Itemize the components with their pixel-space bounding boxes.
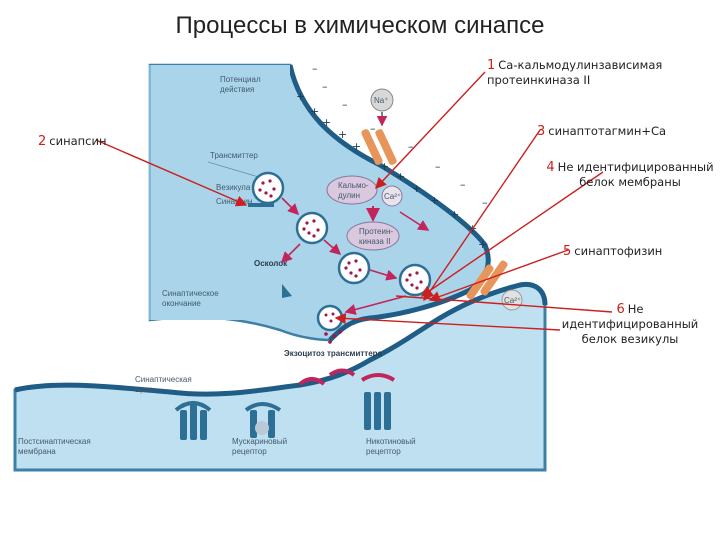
svg-text:–: – [460, 178, 466, 191]
svg-text:Ca²⁺: Ca²⁺ [384, 192, 401, 201]
svg-text:Ca²⁺: Ca²⁺ [504, 296, 521, 305]
svg-text:+: + [396, 170, 405, 183]
svg-text:окончание: окончание [162, 299, 201, 308]
fragment-shape [282, 284, 292, 298]
exocytosis-dots [324, 330, 342, 344]
svg-text:Осколок: Осколок [254, 259, 288, 268]
svg-text:Протеин-: Протеин- [359, 227, 393, 236]
svg-text:Мускариновый: Мускариновый [232, 437, 287, 446]
synapsin-bar [248, 203, 274, 207]
svg-text:Синаптическая: Синаптическая [135, 375, 192, 384]
svg-text:+: + [380, 160, 389, 173]
protein-kinase [346, 221, 400, 251]
svg-text:+: + [412, 182, 421, 195]
receptor-left [174, 401, 212, 440]
svg-text:Экзоцитоз трансмиттера: Экзоцитоз трансмиттера [284, 349, 383, 358]
na-label: Na⁺ [374, 96, 388, 105]
svg-text:Никотиновый: Никотиновый [366, 437, 416, 446]
svg-text:–: – [370, 122, 376, 135]
svg-text:+: + [296, 90, 305, 103]
svg-text:+: + [450, 208, 459, 221]
svg-text:–: – [312, 62, 318, 75]
svg-text:Потенциал: Потенциал [220, 75, 261, 84]
svg-text:рецептор: рецептор [232, 447, 267, 456]
svg-text:щель: щель [135, 385, 155, 394]
svg-text:+: + [310, 105, 319, 118]
annotation-arrows [95, 71, 613, 331]
svg-text:дулин: дулин [338, 191, 360, 200]
svg-text:рецептор: рецептор [366, 447, 401, 456]
svg-text:+: + [338, 128, 347, 141]
postsynaptic-edge [14, 281, 548, 397]
page-title: Процессы в химическом синапсе [175, 12, 545, 39]
svg-text:мембрана: мембрана [18, 447, 56, 456]
vesicle-dots [258, 179, 423, 323]
svg-text:–: – [408, 140, 414, 153]
svg-text:Везикула: Везикула [216, 183, 251, 192]
svg-text:Синаптическое: Синаптическое [162, 289, 219, 298]
receptor-muscarinic [244, 402, 282, 438]
svg-text:–: – [342, 98, 348, 111]
svg-text:+: + [430, 194, 439, 207]
svg-text:Кальмо-: Кальмо- [338, 181, 369, 190]
na-ion [370, 88, 394, 112]
svg-text:Постсинаптическая: Постсинаптическая [18, 437, 91, 446]
svg-text:киназа II: киназа II [359, 237, 391, 246]
svg-text:Синапсин: Синапсин [216, 197, 252, 206]
svg-text:–: – [435, 160, 441, 173]
ca-ion-bound [381, 185, 403, 207]
svg-text:–: – [482, 196, 488, 209]
svg-text:+: + [322, 116, 331, 129]
svg-text:–: – [322, 80, 328, 93]
na-channel [361, 129, 397, 165]
transmitter-bound [298, 368, 356, 386]
svg-text:+: + [478, 238, 487, 251]
svg-text:Трансмиттер: Трансмиттер [210, 151, 258, 160]
receptor-nicotinic [360, 373, 396, 430]
svg-text:действия: действия [220, 85, 254, 94]
calmodulin [326, 175, 378, 205]
svg-text:+: + [352, 140, 361, 153]
